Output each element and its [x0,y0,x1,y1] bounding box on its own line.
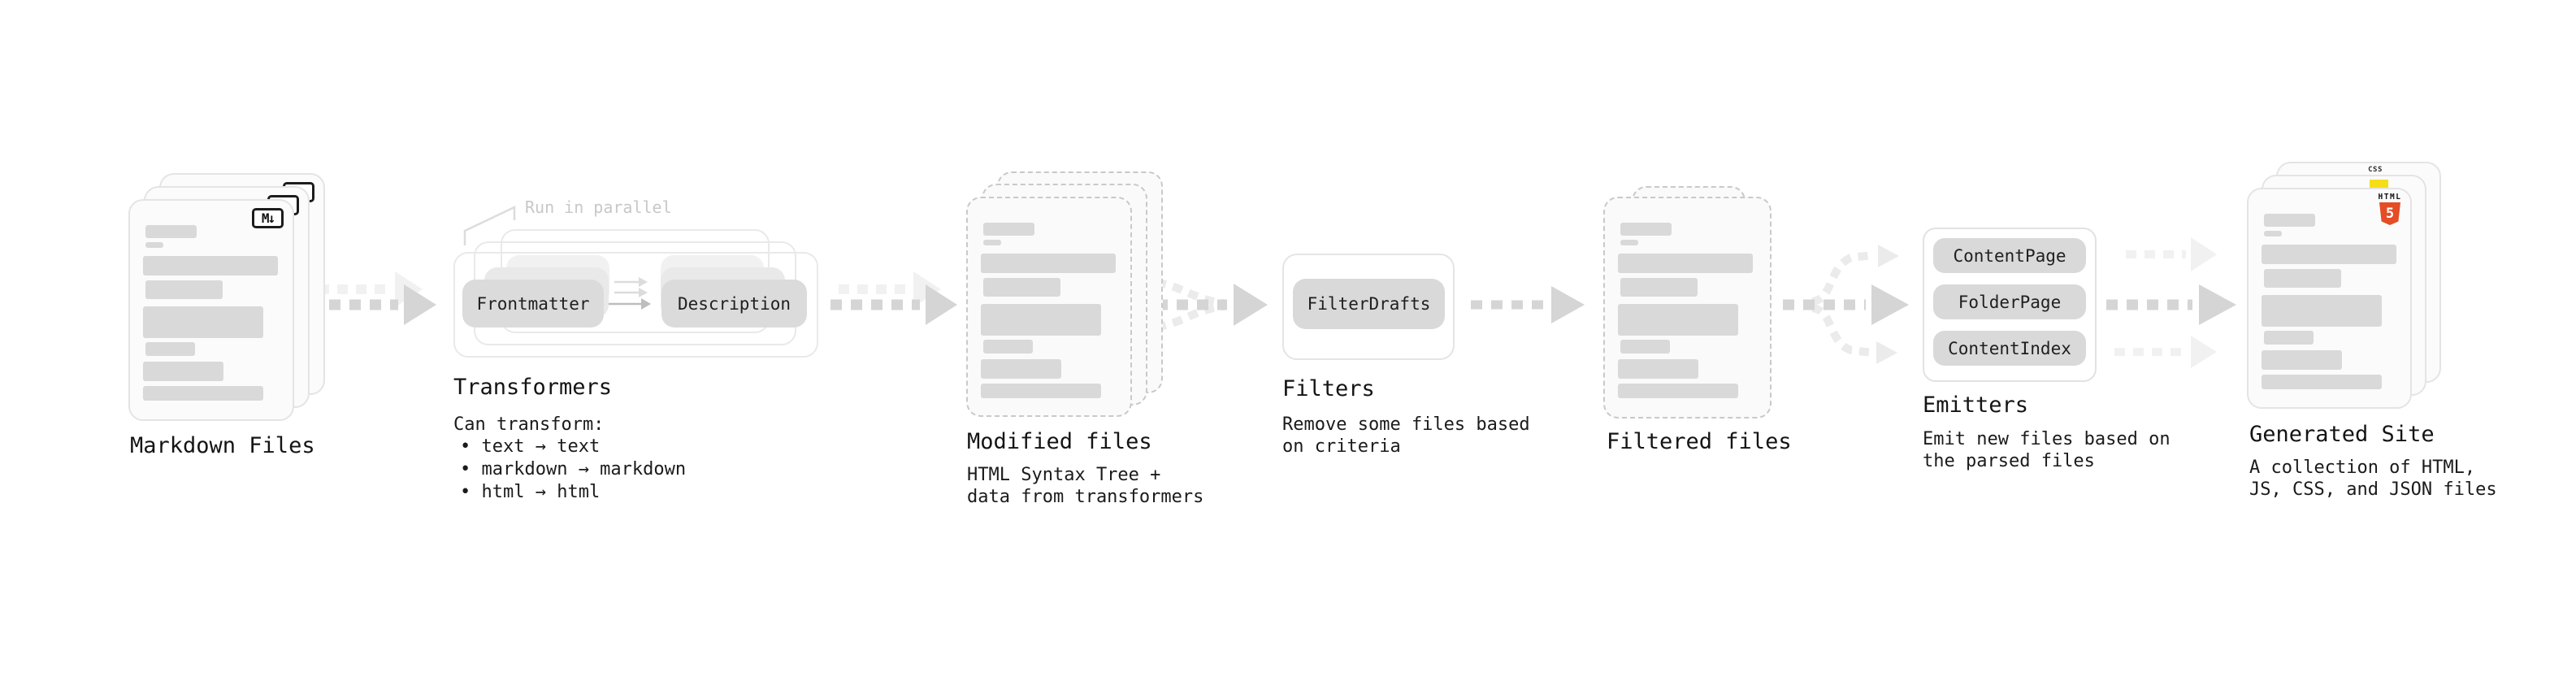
file-text-bar [2264,331,2314,345]
emitters-frame [1923,228,2097,382]
file-text-bar [981,254,1116,273]
file-text-bar [145,242,163,248]
stage-label-emitters: Emitters [1923,393,2029,418]
filterdrafts-box: FilterDrafts [1293,279,1445,329]
arrow-emitters-to-generated [2106,237,2236,368]
contentpage-box: ContentPage [1933,238,2086,273]
html5-icon-label: HTML [2378,193,2402,202]
file-text-bar [981,304,1101,336]
run-in-parallel-callout: Run in parallel [525,197,672,217]
markdown-icon-glyph: M↓ [261,210,275,226]
arrow-markdown-to-transformers [309,271,436,325]
html5-icon-shield: 5 [2379,202,2400,225]
generated-file-card-front: HTML 5 [2247,188,2412,409]
file-text-bar [983,278,1060,297]
file-text-bar [2264,214,2315,227]
file-text-bar [1618,384,1738,398]
file-text-bar [143,386,263,401]
markdown-icon: M↓ [252,208,284,228]
file-text-bar [143,256,278,275]
file-text-bar [1618,304,1738,336]
file-text-bar [2262,350,2342,370]
filters-frame [1282,254,1455,360]
file-text-bar [2264,269,2341,288]
file-text-bar [1620,223,1672,236]
arrow-filters-to-filtered [1471,286,1585,323]
stage-label-modified-files: Modified files [967,429,1152,454]
stage-label-filtered-files: Filtered files [1607,429,1792,454]
file-text-bar [2262,245,2396,264]
arrow-filtered-to-emitters [1783,245,1909,364]
file-text-bar [981,359,1061,379]
stage-label-generated-site: Generated Site [2249,422,2435,447]
file-text-bar [1620,278,1698,297]
markdown-file-card-front: M↓ [128,199,294,421]
file-text-bar [1618,254,1753,273]
file-text-bar [143,362,223,381]
file-text-bar [1620,240,1638,245]
file-text-bar [981,384,1101,398]
modified-files-note: HTML Syntax Tree + data from transformer… [967,465,1204,507]
file-text-bar [145,342,195,356]
javascript-icon [2370,180,2388,189]
transformer-frame-front [453,252,818,358]
stage-label-filters: Filters [1282,376,1375,401]
folderpage-box: FolderPage [1933,284,2086,319]
emitters-note: Emit new files based on the parsed files [1923,429,2171,471]
stage-label-transformers: Transformers [453,375,613,400]
file-text-bar [2262,295,2382,327]
file-text-bar [983,240,1001,245]
generated-site-note: A collection of HTML, JS, CSS, and JSON … [2249,458,2497,500]
modified-file-card-front [966,197,1132,417]
filters-note: Remove some files based on criteria [1282,414,1530,457]
frontmatter-box: Frontmatter [462,280,604,327]
file-text-bar [983,223,1034,236]
contentindex-box: ContentIndex [1933,331,2086,366]
css-icon-label: CSS [2368,166,2383,174]
file-text-bar [145,280,223,299]
html5-icon-number: 5 [2385,206,2395,222]
stage-label-markdown-files: Markdown Files [130,433,315,458]
file-text-bar [983,340,1033,354]
file-text-bar [143,306,263,338]
file-text-bar [145,225,197,238]
arrow-transformers-to-modified [830,271,957,325]
filtered-file-card-front [1603,197,1772,419]
file-text-bar [1618,359,1698,379]
file-text-bar [2264,231,2282,236]
transformers-note-title: Can transform: [453,414,605,435]
file-text-bar [2262,375,2382,389]
html5-icon: HTML 5 [2378,193,2402,225]
transformers-bullet-list: • text → text • markdown → markdown • ht… [460,436,687,502]
description-box: Description [661,280,807,327]
file-text-bar [1620,340,1670,354]
